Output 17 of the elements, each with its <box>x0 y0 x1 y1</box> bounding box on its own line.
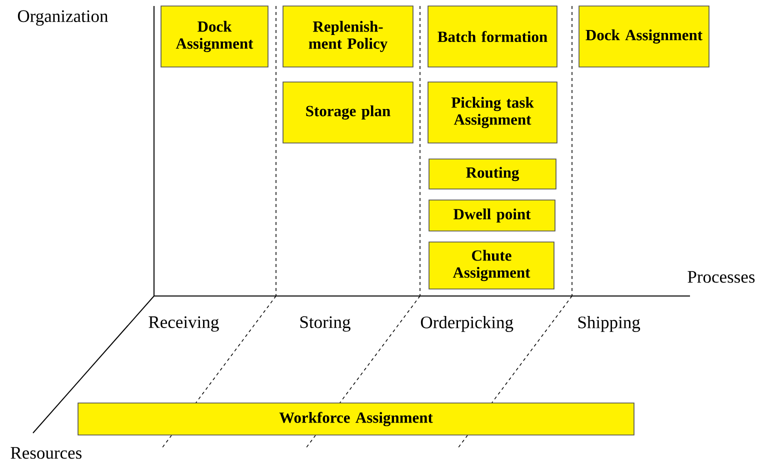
process-box: Chute Assignment <box>428 242 554 290</box>
axis-label: Organization <box>18 10 108 26</box>
process-box: Picking task Assignment <box>428 82 558 144</box>
process-box: Storage plan <box>282 82 414 144</box>
process-box: Dwell point <box>428 200 556 232</box>
axis-label: Storing <box>300 316 350 332</box>
process-box: Routing <box>428 158 556 190</box>
axis-label: Resources <box>10 447 82 459</box>
process-box: Replenish-ment Policy <box>282 6 414 68</box>
axis-label: Shipping <box>578 316 640 332</box>
process-box: Batch formation <box>428 6 558 68</box>
axis-label: Orderpicking <box>420 316 514 332</box>
process-box: Dock Assignment <box>578 6 710 68</box>
process-box: Dock Assignment <box>160 6 268 68</box>
process-box: Workforce Assignment <box>78 402 634 436</box>
axis-label: Processes <box>688 271 755 283</box>
axis-label: Receiving <box>148 316 219 332</box>
